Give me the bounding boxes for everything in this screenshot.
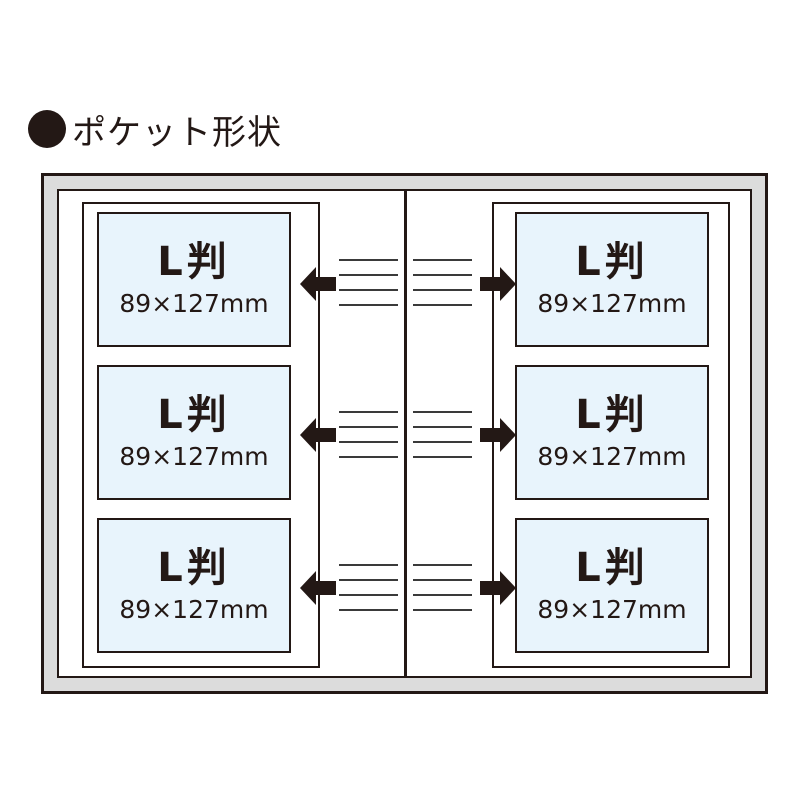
photo-pocket-right-2: L判 89×127mm <box>515 365 709 500</box>
photo-size-label: L判 <box>157 544 231 591</box>
photo-dimensions: 89×127mm <box>537 441 687 471</box>
photo-pocket-left-1: L判 89×127mm <box>97 212 291 347</box>
arrow-left-icon <box>300 571 336 605</box>
photo-size-label: L判 <box>575 391 649 438</box>
album-spine <box>404 191 407 676</box>
photo-pocket-right-3: L判 89×127mm <box>515 518 709 653</box>
insert-lines-right-2 <box>413 411 472 471</box>
arrow-left-icon <box>300 267 336 301</box>
photo-dimensions: 89×127mm <box>119 594 269 624</box>
photo-dimensions: 89×127mm <box>119 441 269 471</box>
photo-size-label: L判 <box>157 238 231 285</box>
insert-lines-left-3 <box>339 564 398 624</box>
insert-lines-right-1 <box>413 259 472 319</box>
photo-size-label: L判 <box>157 391 231 438</box>
photo-dimensions: 89×127mm <box>119 288 269 318</box>
arrow-right-icon <box>480 571 516 605</box>
photo-size-label: L判 <box>575 238 649 285</box>
photo-pocket-left-2: L判 89×127mm <box>97 365 291 500</box>
title-text: ポケット形状 <box>72 112 282 153</box>
arrow-right-icon <box>480 418 516 452</box>
photo-size-label: L判 <box>575 544 649 591</box>
arrow-right-icon <box>480 267 516 301</box>
photo-dimensions: 89×127mm <box>537 594 687 624</box>
insert-lines-left-1 <box>339 259 398 319</box>
insert-lines-right-3 <box>413 564 472 624</box>
bullet-icon <box>28 110 66 148</box>
section-title: ポケット形状 <box>28 104 282 154</box>
arrow-left-icon <box>300 418 336 452</box>
photo-pocket-right-1: L判 89×127mm <box>515 212 709 347</box>
photo-dimensions: 89×127mm <box>537 288 687 318</box>
photo-pocket-left-3: L判 89×127mm <box>97 518 291 653</box>
insert-lines-left-2 <box>339 411 398 471</box>
